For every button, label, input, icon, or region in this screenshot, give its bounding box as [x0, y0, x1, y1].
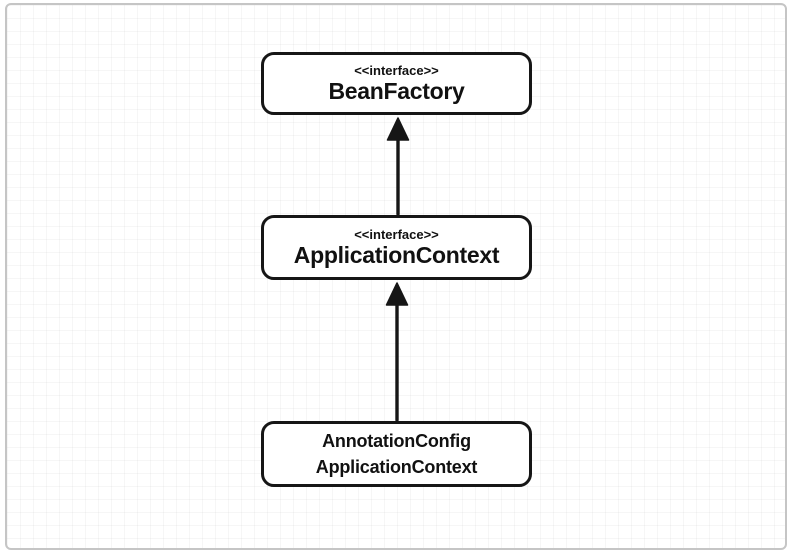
class-name-label: BeanFactory	[328, 77, 465, 104]
node-annotation-config-application-context: AnnotationConfig ApplicationContext	[261, 421, 532, 487]
class-name-label: ApplicationContext	[293, 241, 500, 268]
class-name-line-1: AnnotationConfig	[322, 431, 471, 451]
stereotype-label: <<interface>>	[354, 226, 439, 242]
class-name-line-2: ApplicationContext	[315, 457, 478, 477]
stereotype-label: <<interface>>	[354, 62, 439, 78]
node-application-context: <<interface>> ApplicationContext	[261, 215, 532, 280]
node-bean-factory: <<interface>> BeanFactory	[261, 52, 532, 115]
